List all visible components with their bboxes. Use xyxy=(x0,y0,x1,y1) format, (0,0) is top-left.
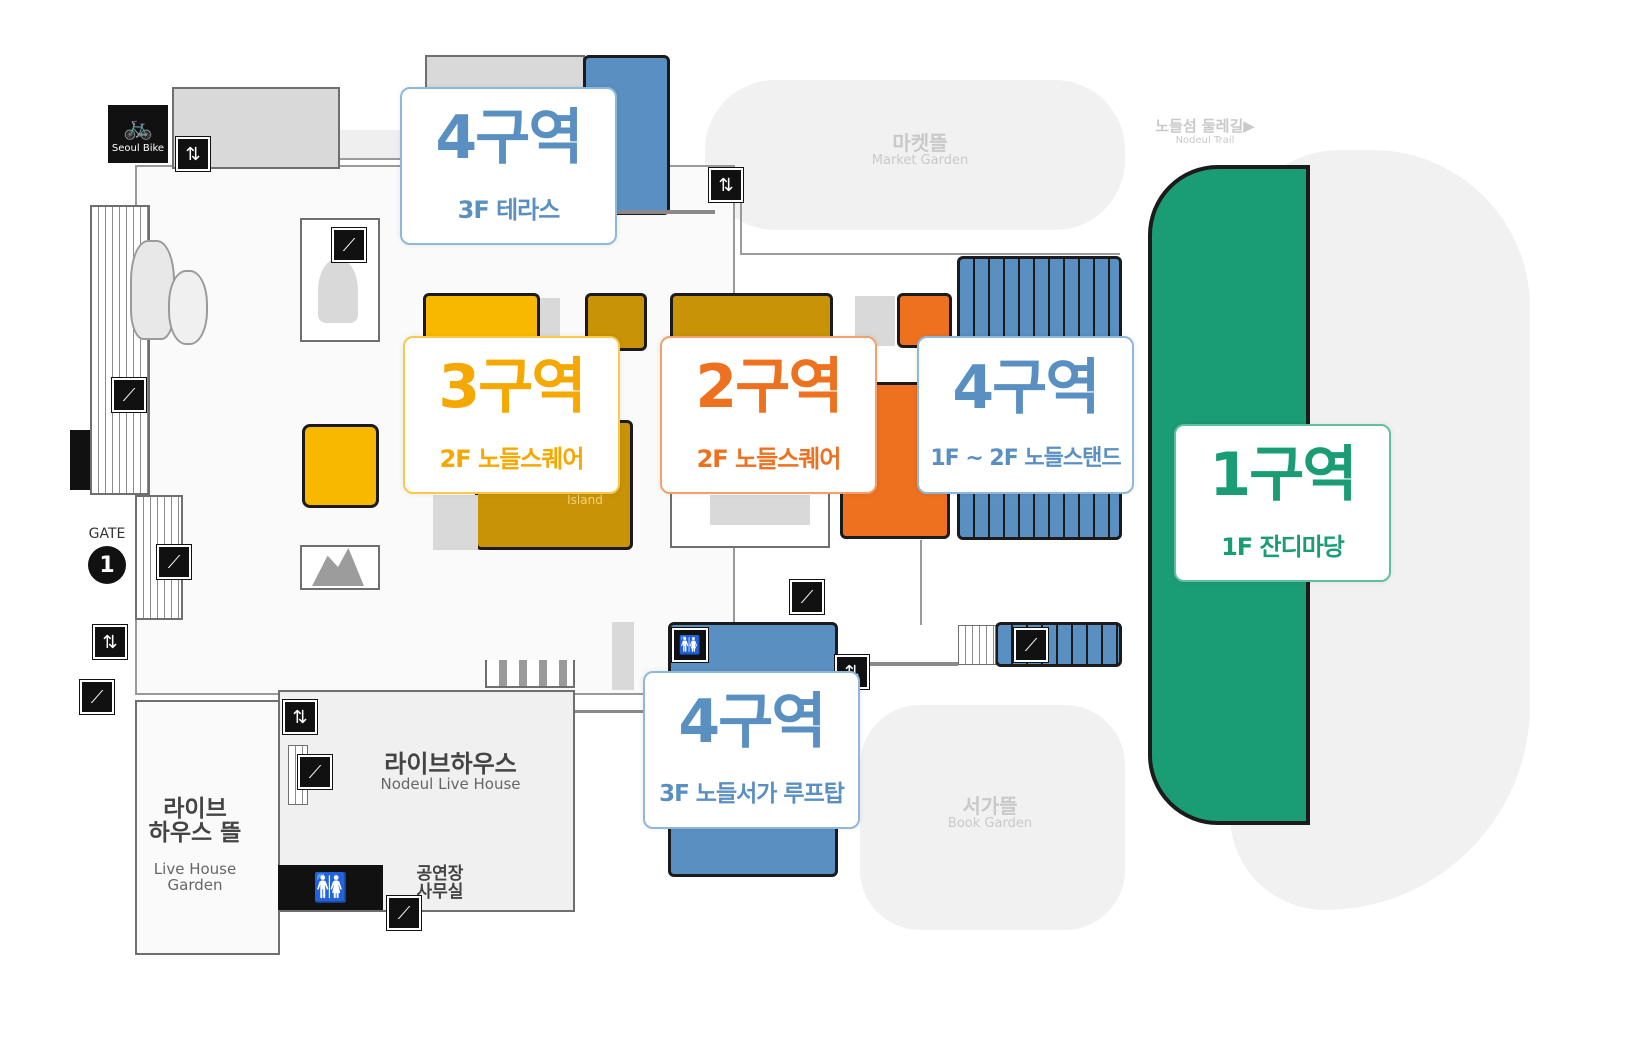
elevator-icon[interactable]: ⇅ xyxy=(708,167,744,203)
elevator-icon[interactable]: ⇅ xyxy=(282,699,318,735)
courtyard-tree-icon xyxy=(318,258,358,323)
benches xyxy=(485,660,575,688)
nodeul-trail-name-en: Nodeul Trail xyxy=(1175,134,1235,146)
tree-icon xyxy=(130,240,175,340)
book-garden-name-en: Book Garden xyxy=(947,816,1033,831)
rooftop-grass-strip xyxy=(612,622,634,690)
top-corridor xyxy=(340,130,410,160)
live-house-garden-label: 라이브 하우스 뜰 Live House Garden xyxy=(140,780,250,910)
market-garden-name-en: Market Garden xyxy=(871,153,969,168)
zone-floor: 3F 노들서가 루프탑 xyxy=(659,781,845,807)
rooftop-walkway xyxy=(838,662,958,666)
zone-title: 4구역 xyxy=(678,687,826,757)
hall-office-label: 공연장 사무실 xyxy=(416,864,464,902)
zone4-stand-label[interactable]: 4구역 1F ~ 2F 노들스탠드 xyxy=(917,336,1134,494)
zone-floor: 1F 잔디마당 xyxy=(1221,532,1345,561)
zone2-upper-block[interactable] xyxy=(670,293,833,343)
zone-title: 4구역 xyxy=(952,353,1100,423)
live-house-garden-name-en: Live House Garden xyxy=(153,859,237,894)
south-corridor xyxy=(920,540,1120,625)
elevator-icon[interactable]: ⇅ xyxy=(92,624,128,660)
stairs-icon[interactable]: ⟋ xyxy=(111,377,147,413)
stairs-icon[interactable]: ⟋ xyxy=(386,895,422,931)
terrace-connector xyxy=(615,210,715,214)
zone2-label[interactable]: 2구역 2F 노들스퀘어 xyxy=(660,336,877,494)
live-house-name: 라이브하우스 xyxy=(384,750,517,778)
zone2-grass xyxy=(710,495,810,525)
live-house-garden-name: 라이브 하우스 뜰 xyxy=(148,795,242,846)
stairs-icon[interactable]: ⟋ xyxy=(297,754,333,790)
nodeul-trail-label[interactable]: 노들섬 둘레길▶ Nodeul Trail xyxy=(1140,118,1270,146)
restroom-icon[interactable]: 🚻 xyxy=(671,627,709,663)
market-garden-label: 마켓뜰 Market Garden xyxy=(860,132,980,168)
stairs-icon[interactable]: ⟋ xyxy=(1013,627,1049,663)
live-house-name-en: Nodeul Live House xyxy=(380,775,521,794)
zone-title: 4구역 xyxy=(435,102,583,173)
live-house-connector xyxy=(575,710,670,713)
stand-stairs xyxy=(958,625,996,665)
book-garden-label: 서가뜰 Book Garden xyxy=(935,795,1045,831)
zone1-label[interactable]: 1구역 1F 잔디마당 xyxy=(1174,424,1391,582)
zone-floor: 2F 노들스퀘어 xyxy=(696,444,842,473)
tree-icon xyxy=(168,270,208,345)
book-garden-area xyxy=(860,705,1125,930)
market-garden-name: 마켓뜰 xyxy=(892,131,948,155)
zone3-west-block[interactable] xyxy=(302,424,379,508)
gate-door[interactable] xyxy=(70,430,90,490)
top-building xyxy=(172,87,340,169)
gate-label: GATE xyxy=(88,526,126,542)
stairs-icon[interactable]: ⟋ xyxy=(789,579,825,615)
zone-floor: 1F ~ 2F 노들스탠드 xyxy=(930,446,1121,471)
book-garden-name: 서가뜰 xyxy=(962,794,1018,818)
restroom-icon: 🚻 xyxy=(313,871,348,904)
zone-floor: 3F 테라스 xyxy=(457,195,561,224)
live-house-label: 라이브하우스 Nodeul Live House xyxy=(368,750,533,794)
bike-icon: 🚲 xyxy=(123,112,153,141)
zone-title: 2구역 xyxy=(695,351,843,422)
zone-floor: 2F 노들스퀘어 xyxy=(439,444,585,473)
gate-icon[interactable]: 1 xyxy=(88,546,126,584)
stairs-icon[interactable]: ⟋ xyxy=(331,227,367,263)
gate-number: 1 xyxy=(99,552,115,578)
terrace-building xyxy=(425,55,585,90)
live-house-garden-area xyxy=(135,700,280,955)
zone-title: 3구역 xyxy=(438,351,586,422)
seoul-bike-station[interactable]: 🚲 Seoul Bike xyxy=(108,105,168,163)
zone3-label[interactable]: 3구역 2F 노들스퀘어 xyxy=(403,336,620,494)
stairs-icon[interactable]: ⟋ xyxy=(156,544,192,580)
stairs-icon[interactable]: ⟋ xyxy=(79,679,115,715)
elevator-icon[interactable]: ⇅ xyxy=(175,136,211,172)
market-garden-area xyxy=(705,80,1125,230)
island-grass xyxy=(433,495,478,550)
nodeul-trail-name: 노들섬 둘레길▶ xyxy=(1155,117,1255,135)
east-corridor xyxy=(740,195,1120,255)
zone3-grass-strip xyxy=(540,298,560,338)
restroom-area[interactable]: 🚻 xyxy=(278,865,383,910)
seoul-bike-label: Seoul Bike xyxy=(111,142,165,154)
island-label: Island xyxy=(567,493,603,507)
zone4-terrace-label[interactable]: 4구역 3F 테라스 xyxy=(400,87,617,245)
zone4-rooftop-label[interactable]: 4구역 3F 노들서가 루프탑 xyxy=(643,671,860,829)
zone-title: 1구역 xyxy=(1209,439,1357,510)
